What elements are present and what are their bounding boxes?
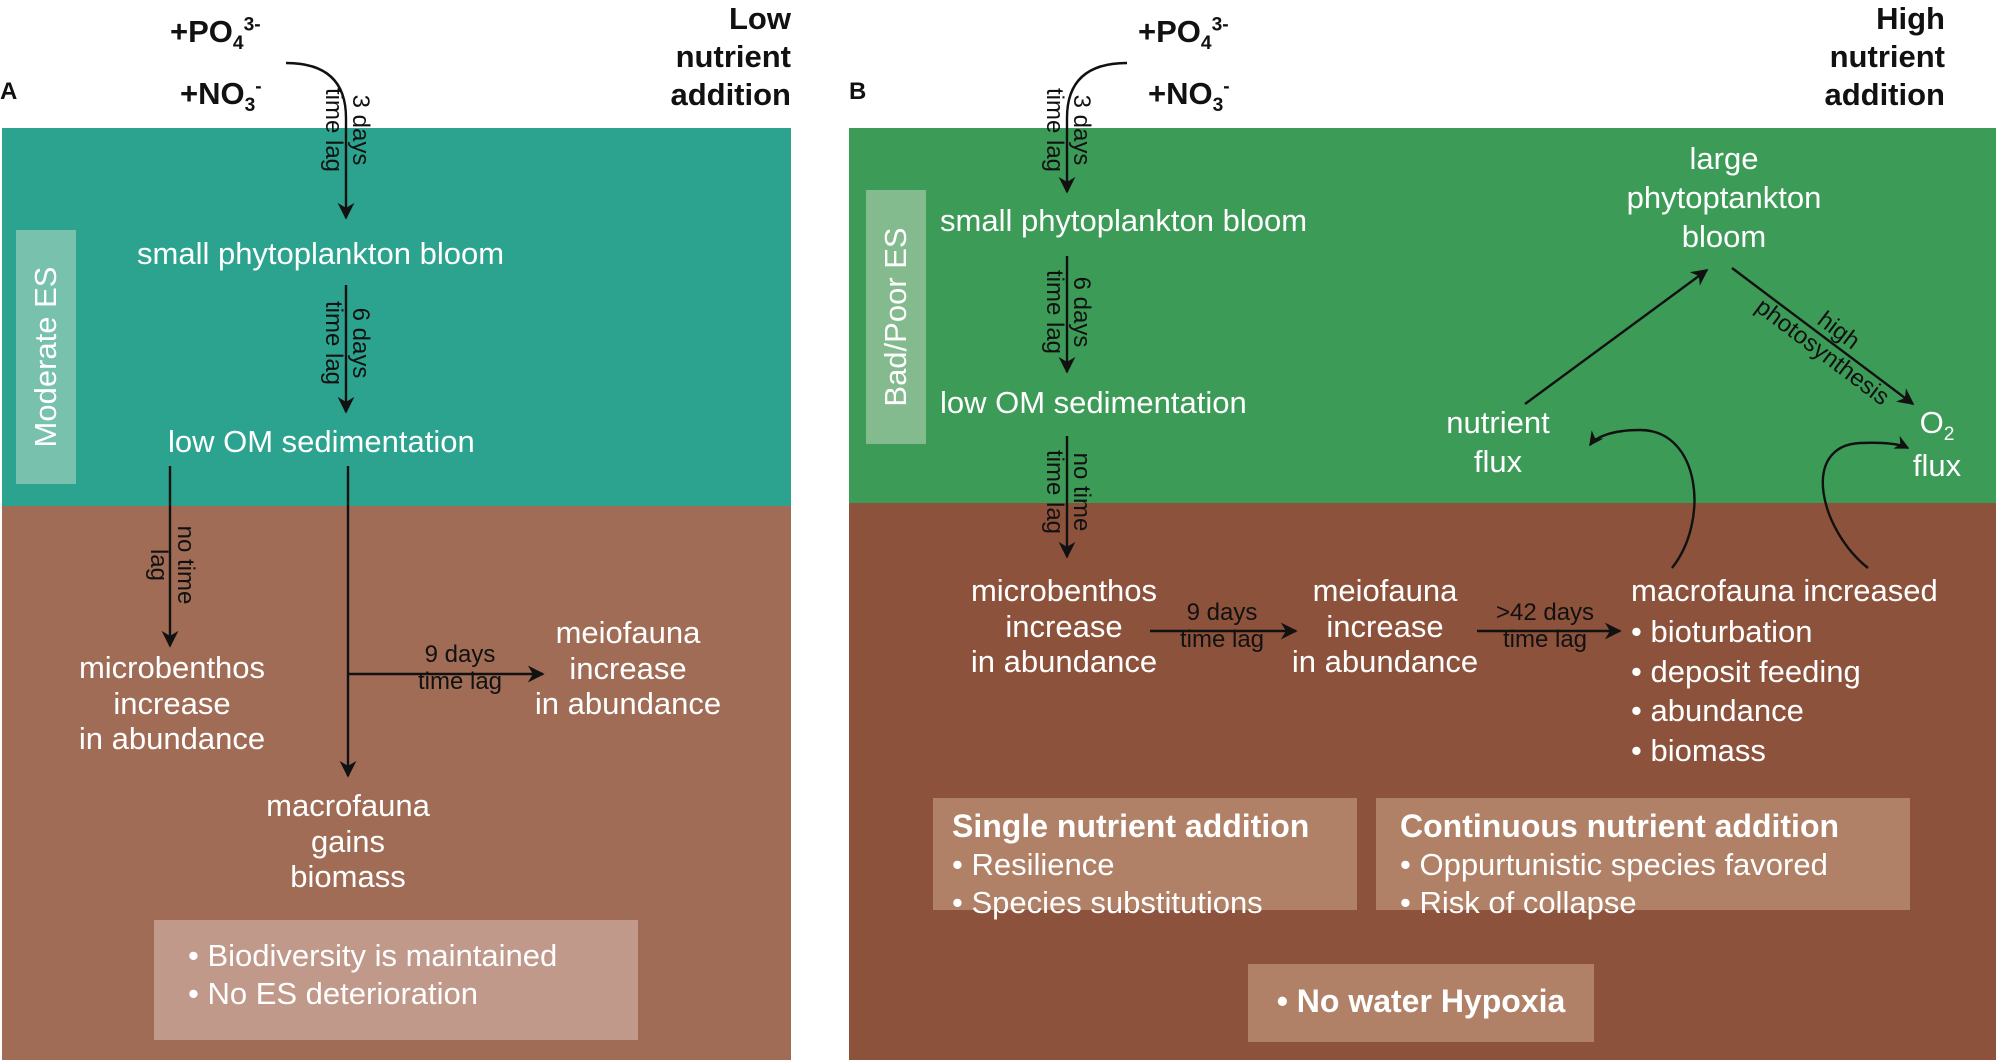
panel-b-bloom: small phytoplankton bloom	[940, 203, 1308, 238]
panel-a-lag-3days: 3 days time lag	[320, 87, 374, 173]
panel-b-o2-flux: O2 flux	[1913, 404, 1961, 486]
arrow-b-macrofauna-to-o2-flux	[1821, 435, 1910, 569]
panel-a-summary-box	[154, 920, 638, 1040]
panel-a-es-label: Moderate ES	[28, 266, 64, 448]
panel-b-macrofauna-list: • bioturbation • deposit feeding • abund…	[1631, 612, 1861, 771]
panel-b-single-box	[933, 798, 1357, 910]
panel-b-lag-none: no time time lag	[1041, 449, 1095, 535]
panel-b-continuous-box	[1376, 798, 1910, 910]
panel-b-water-column	[849, 128, 1996, 503]
panel-a-summary-item: • No ES deterioration	[188, 976, 479, 1011]
macrofauna-item: • bioturbation	[1631, 614, 1813, 649]
macrofauna-item: • biomass	[1631, 733, 1766, 769]
panel-a-title: Low nutrient addition	[670, 1, 791, 112]
panel-b-nitrate-input: +NO3-	[1148, 76, 1230, 117]
panel-b-phosphate-input: +PO43-	[1138, 14, 1229, 55]
continuous-box-item: • Risk of collapse	[1400, 885, 1637, 920]
panel-b-es-label-box	[866, 190, 926, 444]
panel-b-lag-42days: >42 days time lag	[1495, 599, 1595, 653]
panel-b-lag-3days: 3 days time lag	[1041, 87, 1095, 173]
panel-b-nutrient-flux: nutrient flux	[1446, 405, 1550, 479]
panel-a-phosphate-input: +PO43-	[170, 14, 261, 55]
panel-a-bloom: small phytoplankton bloom	[137, 236, 505, 271]
single-box-item: • Species substitutions	[952, 885, 1263, 920]
panel-b-microbenthos: microbenthos increase in abundance	[970, 573, 1158, 680]
panel-b-letter: B	[849, 78, 867, 105]
panel-b-sedimentation: low OM sedimentation	[940, 385, 1247, 420]
panel-b-title: High nutrient addition	[1824, 1, 1945, 112]
panel-a-sedimentation: low OM sedimentation	[168, 424, 475, 459]
panel-b-lag-6days: 6 days time lag	[1041, 269, 1095, 355]
panel-a-lag-none: no time lag	[145, 525, 199, 605]
panel-b-macrofauna-title: macrofauna increased	[1631, 573, 1938, 608]
panel-a-lag-9days: 9 days time lag	[417, 641, 503, 695]
panel-a-summary: • Biodiversity is maintained • No ES det…	[188, 938, 557, 1012]
panel-a-meiofauna: meiofauna increase in abundance	[534, 615, 722, 722]
panel-b-meiofauna: meiofauna increase in abundance	[1291, 573, 1479, 680]
arrow-a-input-to-bloom	[285, 61, 355, 220]
panel-b-hypoxia-note: • No water Hypoxia	[1276, 983, 1566, 1019]
panel-b-es-label: Bad/Poor ES	[878, 227, 914, 407]
panel-a-summary-item: • Biodiversity is maintained	[188, 938, 558, 973]
panel-a-lag-6days: 6 days time lag	[320, 300, 374, 386]
arrow-b-macrofauna-to-nutrient-flux	[1589, 428, 1696, 569]
panel-a-letter: A	[0, 78, 18, 105]
panel-a-microbenthos: microbenthos increase in abundance	[78, 650, 266, 757]
single-box-item: • Resilience	[952, 847, 1115, 882]
single-box-title: Single nutrient addition	[952, 808, 1310, 844]
panel-a-macrofauna: macrofauna gains biomass	[266, 788, 430, 895]
panel-a-water-column	[2, 128, 791, 506]
panel-b-large-bloom: large phytoptankton bloom	[1626, 141, 1822, 254]
o2-symbol: O2	[1919, 405, 1955, 446]
panel-b-continuous-nutrient-box: Continuous nutrient addition • Oppurtuni…	[1400, 808, 1839, 921]
panel-a-nitrate-input: +NO3-	[180, 76, 262, 117]
continuous-box-title: Continuous nutrient addition	[1400, 808, 1840, 844]
o2-flux-word: flux	[1912, 448, 1962, 484]
panel-b-single-nutrient-box: Single nutrient addition • Resilience • …	[952, 808, 1309, 921]
panel-b-hypoxia-box	[1248, 964, 1594, 1042]
continuous-box-item: • Oppurtunistic species favored	[1400, 847, 1828, 882]
macrofauna-item: • deposit feeding	[1631, 653, 1861, 689]
panel-b-lag-9days: 9 days time lag	[1179, 599, 1265, 653]
macrofauna-item: • abundance	[1631, 693, 1804, 729]
panel-a-es-label-box	[16, 230, 76, 484]
arrow-b-bloom-to-o2	[1731, 267, 1915, 406]
arrow-b-nutrient-flux-to-bloom	[1524, 269, 1709, 405]
arrow-b-input-to-bloom	[1058, 61, 1128, 194]
